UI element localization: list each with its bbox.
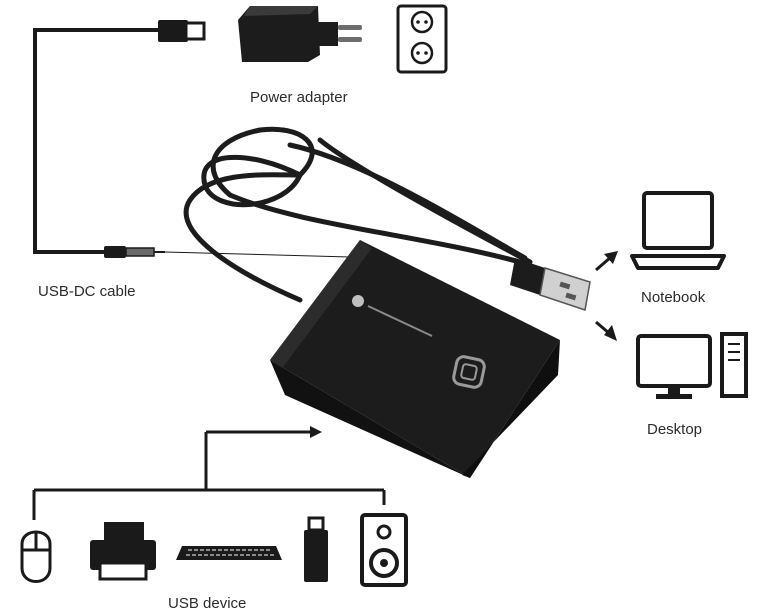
arrow-to-notebook — [595, 251, 618, 272]
notebook-label: Notebook — [641, 289, 706, 306]
desktop-label: Desktop — [647, 421, 703, 438]
power-adapter-icon — [238, 6, 362, 62]
desktop-icon — [636, 332, 748, 399]
usb-dc-cable-label: USB-DC cable — [38, 283, 136, 300]
arrow-to-hub — [310, 426, 322, 438]
hub-cable — [183, 126, 533, 303]
keyboard-icon — [176, 546, 282, 560]
wall-socket-icon — [396, 4, 448, 74]
notebook-icon — [630, 191, 726, 270]
arrow-to-desktop — [595, 320, 617, 341]
usb-dc-cable-icon — [33, 20, 351, 258]
usb-device-connector — [32, 430, 386, 520]
usb-plug-icon — [510, 258, 591, 311]
speaker-icon — [360, 513, 408, 587]
usb-hub-icon — [270, 240, 560, 478]
printer-icon — [90, 522, 156, 581]
usb-device-label: USB device — [168, 595, 247, 612]
power-adapter-label: Power adapter — [250, 89, 348, 106]
usb-stick-icon — [304, 516, 328, 582]
mouse-icon — [20, 530, 52, 583]
